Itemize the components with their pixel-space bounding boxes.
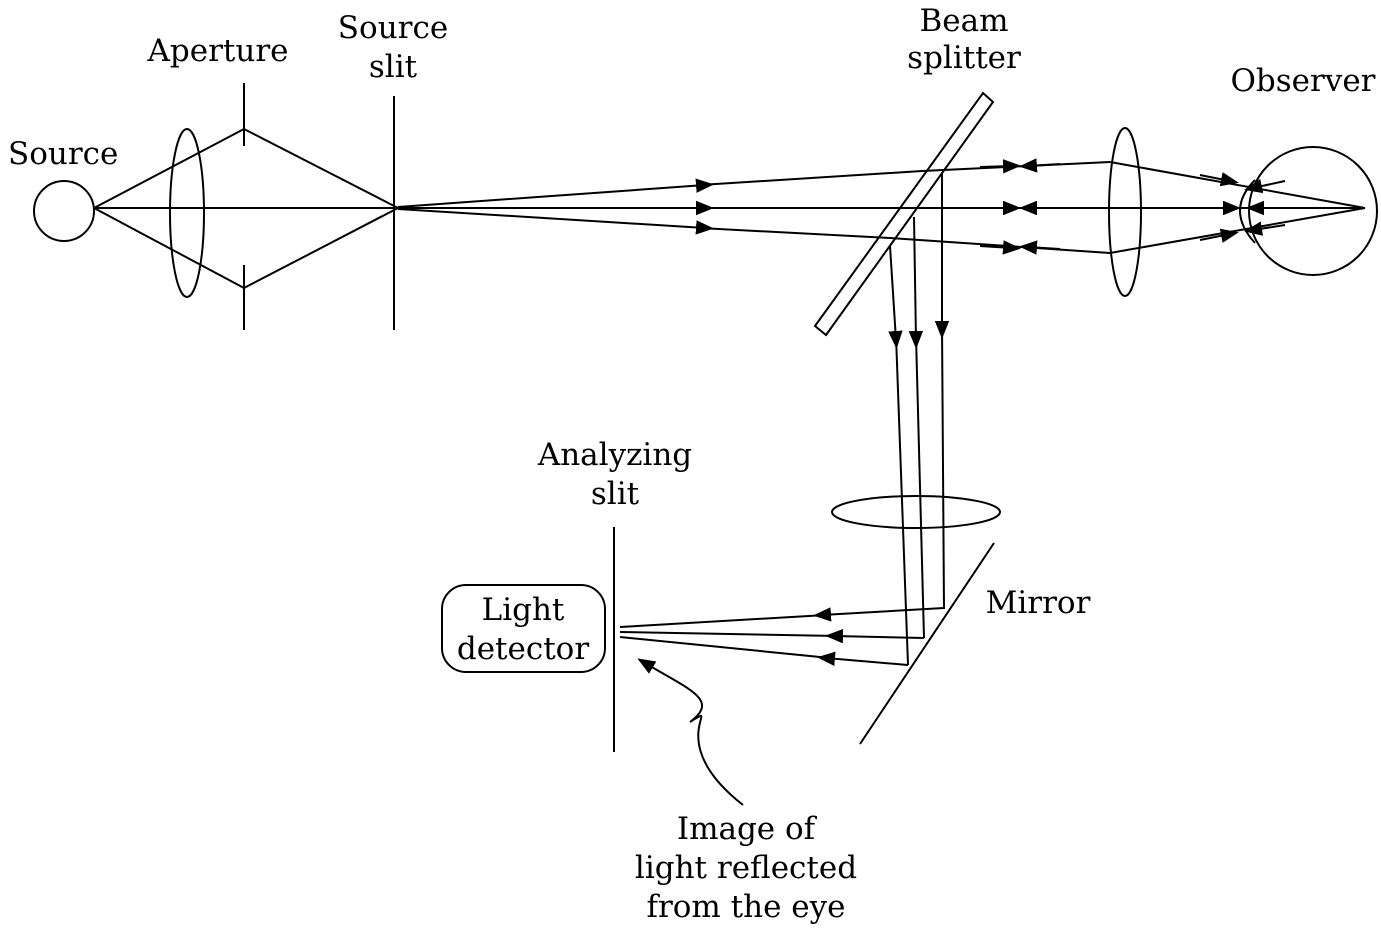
- label-aperture: Aperture: [147, 33, 289, 69]
- observer-eye: [1239, 146, 1378, 276]
- label-source-slit-line1: Source: [338, 10, 448, 46]
- source-to-slit-rays: [93, 128, 399, 289]
- eye-lens: [1108, 127, 1142, 297]
- eye-rays: [889, 158, 1366, 255]
- image-pointer-arrow: [637, 658, 744, 806]
- light-detector-box: [441, 584, 606, 673]
- condenser-lens: [169, 128, 205, 298]
- label-source-slit-line2: slit: [369, 49, 418, 85]
- beam-splitter: [813, 91, 995, 337]
- detector-rays: [619, 607, 945, 666]
- label-image-caption-line3: from the eye: [646, 889, 845, 925]
- focusing-lens: [831, 495, 1001, 529]
- label-image-caption-line2: light reflected: [635, 850, 857, 886]
- label-observer: Observer: [1230, 63, 1375, 99]
- downward-rays: [888, 172, 950, 666]
- label-mirror: Mirror: [986, 585, 1091, 621]
- source-lamp: [33, 180, 95, 242]
- label-analyzing-slit-line2: slit: [591, 476, 640, 512]
- label-image-caption-line1: Image of: [677, 811, 818, 847]
- label-light-detector-line1: Light: [482, 592, 565, 628]
- label-analyzing-slit-line1: Analyzing: [537, 437, 692, 473]
- label-light-detector-line2: detector: [457, 631, 589, 667]
- mirror: [859, 542, 995, 745]
- label-beam-splitter-line1: Beam: [919, 3, 1008, 39]
- label-source: Source: [8, 136, 118, 172]
- label-beam-splitter-line2: splitter: [907, 40, 1021, 76]
